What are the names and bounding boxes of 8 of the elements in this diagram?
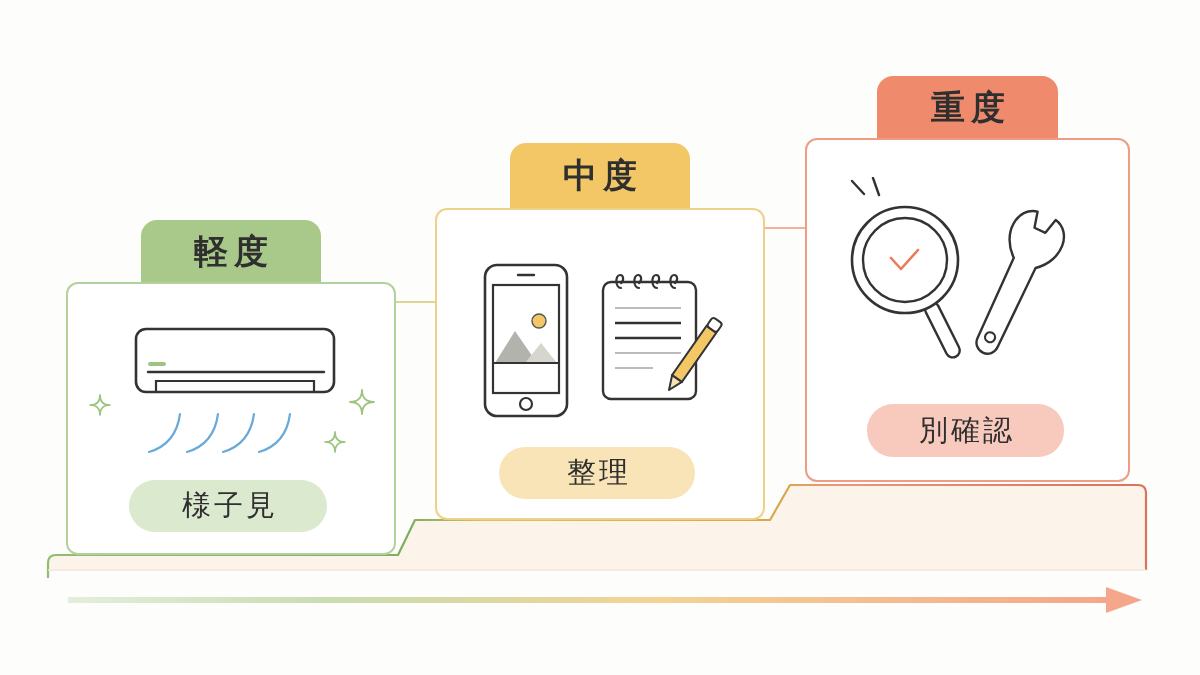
- level-tab: 軽度: [141, 220, 321, 283]
- status-pill: 整理: [499, 447, 695, 499]
- connector-line: [764, 227, 806, 229]
- connector-line: [395, 301, 436, 303]
- level-tab: 重度: [877, 76, 1058, 139]
- status-pill: 別確認: [867, 404, 1064, 457]
- status-pill: 様子見: [129, 480, 327, 532]
- level-tab: 中度: [510, 143, 690, 209]
